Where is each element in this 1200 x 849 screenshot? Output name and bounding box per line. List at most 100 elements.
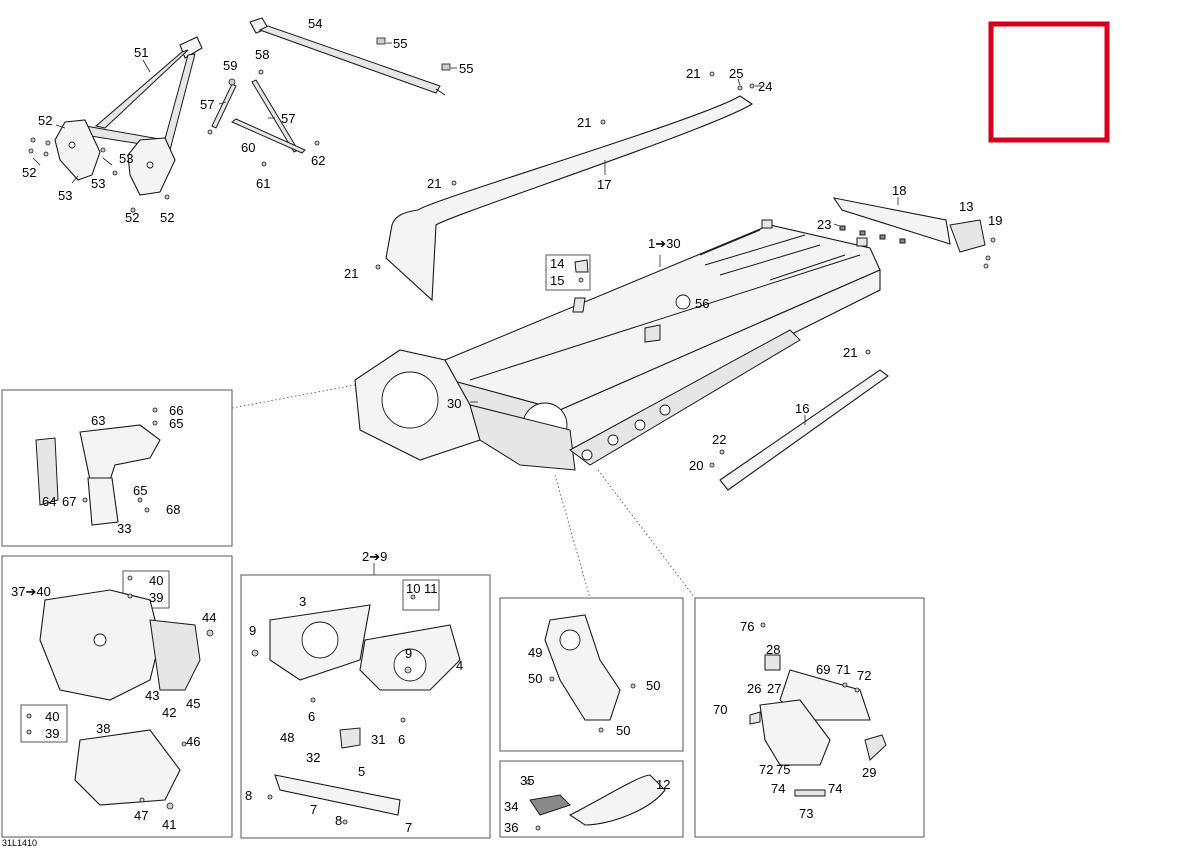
callout-55: 55 [459,61,473,76]
callout-8: 8 [245,788,252,803]
callout-75: 75 [776,762,790,777]
callout-21: 21 [344,266,358,281]
callout-31: 31 [371,732,385,747]
tunnel-cover [375,71,755,302]
callout-5: 5 [358,764,365,779]
callout-59: 59 [223,58,237,73]
callout-50: 50 [616,723,630,738]
callout-9: 9 [405,646,412,661]
callout-74: 74 [828,781,842,796]
callout-8: 8 [335,813,342,828]
skid-plate [525,774,666,831]
callout-21: 21 [427,176,441,191]
callout-27: 27 [767,681,781,696]
callout-48: 48 [280,730,294,745]
callout-69: 69 [816,662,830,677]
callout-32: 32 [306,750,320,765]
callout-23: 23 [817,217,831,232]
callout-65: 65 [133,483,147,498]
callout-40: 40 [45,709,59,724]
callout-18: 18 [892,183,906,198]
callout-45: 45 [186,696,200,711]
callout-50: 50 [528,671,542,686]
callout-57: 57 [281,111,295,126]
callout-46: 46 [186,734,200,749]
callout-24: 24 [758,79,772,94]
callout-53: 53 [58,188,72,203]
callout-55: 55 [393,36,407,51]
callout-6: 6 [308,709,315,724]
callout-76: 76 [740,619,754,634]
callout-12: 12 [656,777,670,792]
callout-7: 7 [310,802,317,817]
callout-50: 50 [646,678,660,693]
running-board [709,349,889,491]
callout-42: 42 [162,705,176,720]
callout-6: 6 [398,732,405,747]
callout-63: 63 [91,413,105,428]
inset-box-14-15 [545,254,591,291]
callout-54: 54 [308,16,322,31]
callout-14: 14 [550,256,564,271]
bracket-63 [35,407,161,526]
shock-rod [249,17,451,96]
callout-17: 17 [597,177,611,192]
callout-52: 52 [160,210,174,225]
callout-20: 20 [689,458,703,473]
callout-53: 53 [119,151,133,166]
callout-19: 19 [988,213,1002,228]
highlight-box [988,21,1110,143]
bracket-49 [544,614,636,733]
rear-rail-bracket [832,197,996,269]
callout-10: 10 [406,581,420,596]
callout-73: 73 [799,806,813,821]
callout-52: 52 [125,210,139,225]
callout-16: 16 [795,401,809,416]
callout-3: 3 [299,594,306,609]
callout-41: 41 [162,817,176,832]
callout-2-to-9: 2➔9 [362,549,387,564]
tie-rods [207,69,320,167]
callout-39: 39 [45,726,59,741]
callout-70: 70 [713,702,727,717]
callout-1-to-30: 1➔30 [648,236,681,251]
callout-52: 52 [22,165,36,180]
callout-25: 25 [729,66,743,81]
a-frame-assembly [28,36,203,213]
callout-30: 30 [447,396,461,411]
callout-47: 47 [134,808,148,823]
callout-38: 38 [96,721,110,736]
callout-68: 68 [166,502,180,517]
callout-58: 58 [255,47,269,62]
side-bulkheads [251,594,461,825]
callout-74: 74 [771,781,785,796]
inset-box-26-76 [694,597,925,838]
callout-53: 53 [91,176,105,191]
front-bulkhead [26,575,214,810]
callout-71: 71 [836,662,850,677]
callout-29: 29 [862,765,876,780]
callout-61: 61 [256,176,270,191]
callout-33: 33 [117,521,131,536]
callout-39: 39 [149,590,163,605]
inset-box-39-40-bottom [20,704,68,743]
callout-21: 21 [577,115,591,130]
callout-56: 56 [695,296,709,311]
callout-65: 65 [169,416,183,431]
callout-62: 62 [311,153,325,168]
callout-57: 57 [200,97,214,112]
main-frame-tunnel [354,219,881,471]
callout-7: 7 [405,820,412,835]
callout-67: 67 [62,494,76,509]
callout-37-to-40: 37➔40 [11,584,51,599]
callout-36: 36 [504,820,518,835]
callout-34: 34 [504,799,518,814]
callout-15: 15 [550,273,564,288]
callout-66: 66 [169,403,183,418]
callout-35: 35 [520,773,534,788]
inset-box-12-36 [499,760,684,838]
callout-51: 51 [134,45,148,60]
callout-9: 9 [249,623,256,638]
